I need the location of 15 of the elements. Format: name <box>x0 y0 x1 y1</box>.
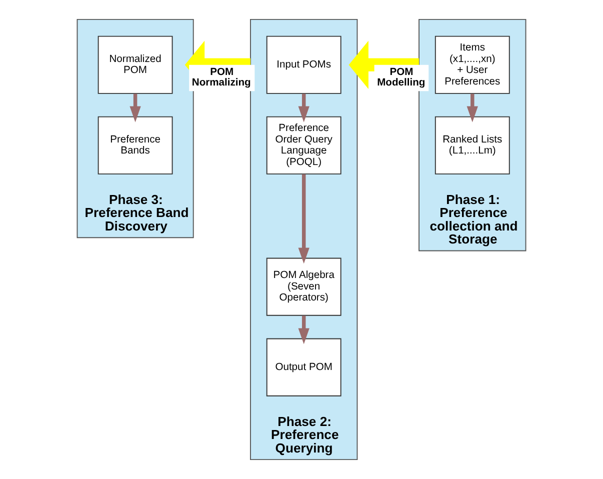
arrow <box>298 94 310 122</box>
arrow <box>348 40 420 89</box>
node-box: Output POM <box>266 338 342 396</box>
arrow <box>298 174 310 264</box>
node-box: Preference Bands <box>98 116 173 174</box>
arrow <box>466 94 478 122</box>
node-box: Ranked Lists (L1,....Lm) <box>434 116 510 174</box>
node-box: Items (x1,....,xn) + User Preferences <box>434 36 510 94</box>
node-box: Input POMs <box>266 36 342 94</box>
node-box: Preference Order Query Language (POQL) <box>266 116 342 174</box>
node-box: Normalized POM <box>98 36 173 94</box>
arrow <box>130 94 141 122</box>
arrow <box>298 316 310 344</box>
edge-label: POM Normalizing <box>192 66 251 88</box>
node-box: POM Algebra (Seven Operators) <box>266 258 342 316</box>
